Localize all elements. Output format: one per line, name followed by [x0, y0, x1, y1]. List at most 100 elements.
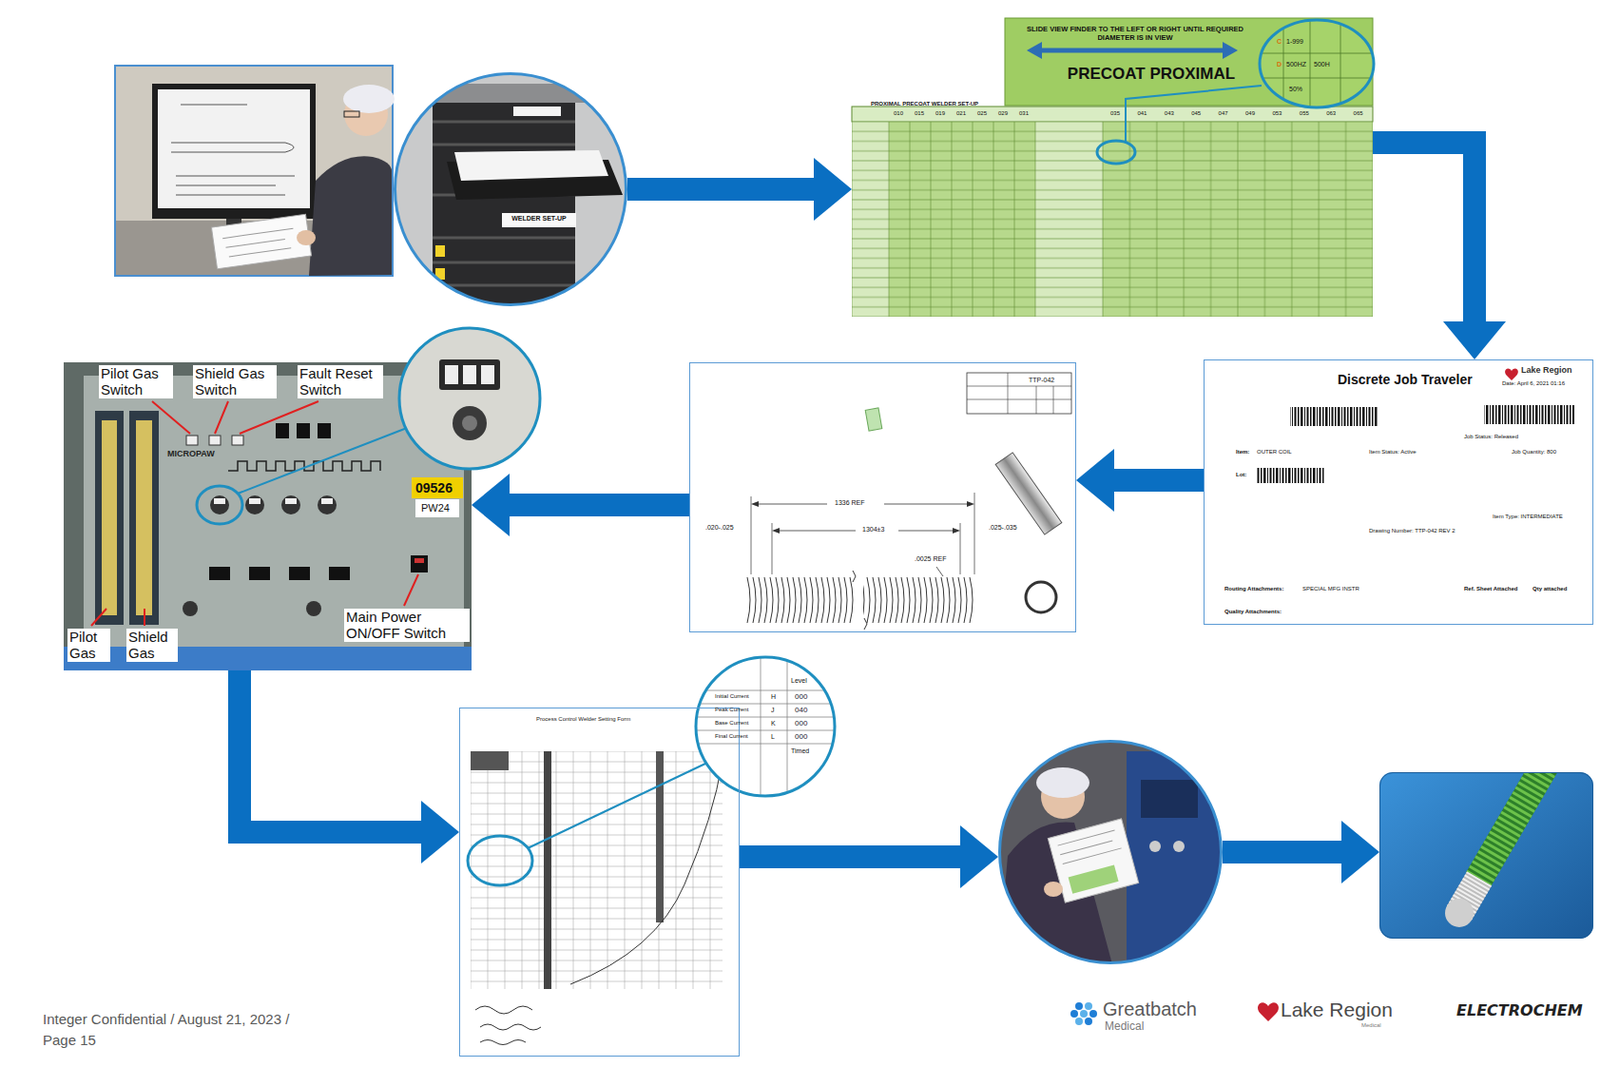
- setup-sheet-art-part: [1125, 85, 1262, 142]
- welder-panel-photo-part: [245, 495, 265, 515]
- welder-panel-photo-part-part: [452, 405, 487, 441]
- welder-panel-photo-part: [411, 477, 463, 499]
- welder-panel-photo-part: [317, 495, 337, 515]
- setting-form-art-part: [570, 760, 723, 984]
- inspection-photo-part: [1173, 840, 1185, 852]
- row-name: Base Current: [714, 719, 749, 727]
- footer-logos-part: [1075, 1017, 1083, 1025]
- welder-panel-photo-part: [95, 410, 124, 625]
- logo-text: Lake Region: [1521, 365, 1573, 375]
- welder-panel-photo-part: [237, 427, 407, 494]
- job-traveler-art-part: [1290, 406, 1378, 426]
- field: Job Quantity: 800: [1511, 448, 1557, 456]
- current-value: 040: [794, 705, 808, 714]
- column-header: 049: [1245, 110, 1255, 117]
- setting-form-art-part: [693, 655, 837, 799]
- circle-outline: [395, 74, 627, 306]
- row-name: Final Current: [714, 732, 749, 740]
- flow-arrow: [239, 670, 424, 832]
- job-traveler-art-part: [1504, 367, 1519, 381]
- coil-drawing-art-part: [966, 372, 1072, 414]
- setting-form-art-part: [470, 751, 723, 989]
- footer-logos-part: [1079, 1009, 1088, 1018]
- welder-panel-photo-part: [296, 423, 310, 439]
- field-name: Lot:: [1235, 471, 1247, 479]
- drawer-tag: WELDER SET-UP: [501, 214, 577, 223]
- logo-text: Greatbatch: [1102, 998, 1197, 1021]
- welder-panel-photo-part: [210, 495, 230, 515]
- drawer-photo-part: [501, 212, 577, 228]
- zoom-cell: 1-999: [1286, 38, 1304, 46]
- zoom-cell: 50%: [1289, 85, 1303, 94]
- coil-drawing-art-part: [689, 362, 1077, 633]
- callout-label: Shield Gas Switch: [192, 365, 277, 399]
- coil-drawing-art-part: [995, 452, 1062, 535]
- dimension: .025-.035: [988, 523, 1018, 532]
- welder-panel-photo-part: [439, 359, 501, 441]
- column-header: 010: [893, 110, 904, 117]
- column-header: 047: [1218, 110, 1229, 117]
- welder-panel-photo-part: [186, 435, 198, 445]
- coil-drawing-art-part: [852, 570, 868, 630]
- field: Item Type: INTERMEDIATE: [1492, 513, 1563, 521]
- setup-sheet-art-part: [1097, 140, 1136, 164]
- welder-panel-photo-part-part: [462, 365, 477, 385]
- inspection-photo-part: [1149, 840, 1161, 852]
- footer-text: Integer Confidential / August 21, 2023 /: [42, 1010, 290, 1027]
- welder-panel-photo-part: [228, 461, 381, 471]
- setting-form-art-part: [695, 656, 835, 796]
- welder-panel-photo-part: [101, 420, 117, 616]
- column-header: 055: [1299, 110, 1310, 117]
- column-header: 053: [1272, 110, 1282, 117]
- dimension: .020-.025: [705, 523, 734, 532]
- column-head: Timed: [790, 747, 810, 755]
- current-value: 000: [794, 692, 808, 701]
- form-title: Process Control Welder Setting Form: [536, 715, 679, 723]
- welder-panel-photo-part: [129, 410, 159, 625]
- setting-form-art-part: [459, 707, 740, 1057]
- column-header: 015: [914, 110, 925, 117]
- coil-drawing-art-part-part: [995, 452, 1062, 535]
- field: Job Status: Released: [1464, 433, 1519, 441]
- setup-sheet-art-part: [1026, 41, 1042, 59]
- welder-panel-photo-part: [213, 498, 226, 504]
- inspection-photo: [998, 739, 1232, 970]
- operator-photo-part: [308, 155, 392, 276]
- welder-panel-photo-part: [249, 566, 270, 580]
- row-name: Initial Current: [714, 693, 750, 700]
- callout-label: Pilot Gas Switch: [98, 365, 174, 399]
- welder-panel-photo-part: [414, 558, 425, 563]
- zoom-cell: 500H: [1313, 60, 1331, 69]
- welder-panel-photo-part-part: [462, 415, 478, 431]
- operator-photo-part: [157, 89, 310, 209]
- field-name: Quality Attachments:: [1224, 608, 1282, 616]
- photo-circle: [998, 739, 1223, 964]
- welder-panel-photo-part: [209, 566, 231, 580]
- column-header: 045: [1191, 110, 1201, 117]
- dimension: 1304±3: [860, 525, 887, 534]
- coil-drawing-art-part: [853, 570, 864, 630]
- coil-drawing-art-part: [751, 492, 975, 575]
- product-image-part: [1478, 771, 1579, 880]
- setting-form-art-part: [655, 751, 664, 923]
- inspection-photo-part-part: [1058, 829, 1122, 865]
- setup-sheet-art-part: [1035, 121, 1103, 317]
- setting-form-art-part: [527, 762, 708, 849]
- operator-photo-part: [222, 228, 296, 257]
- code-letter: K: [771, 719, 776, 728]
- welder-panel-photo-part: [209, 435, 221, 445]
- job-traveler-art-part: [1256, 467, 1326, 483]
- setup-sheet-art-part: [1254, 19, 1379, 110]
- footer-logos-part: [1084, 1017, 1093, 1025]
- footer-logos-part: [1084, 1002, 1093, 1010]
- setup-sheet-art-part: [1222, 41, 1238, 59]
- date-field: Date: April 6, 2021 01:16: [1502, 380, 1565, 387]
- instruction-text: SLIDE VIEW FINDER TO THE LEFT OR RIGHT U…: [1015, 25, 1255, 42]
- product-image-part: [1478, 771, 1579, 880]
- zoom-cell: C: [1276, 38, 1282, 46]
- code-letter: J: [771, 706, 775, 714]
- drawing-number: TTP-042: [1028, 376, 1073, 385]
- setup-sheet-art-part: [1259, 19, 1374, 108]
